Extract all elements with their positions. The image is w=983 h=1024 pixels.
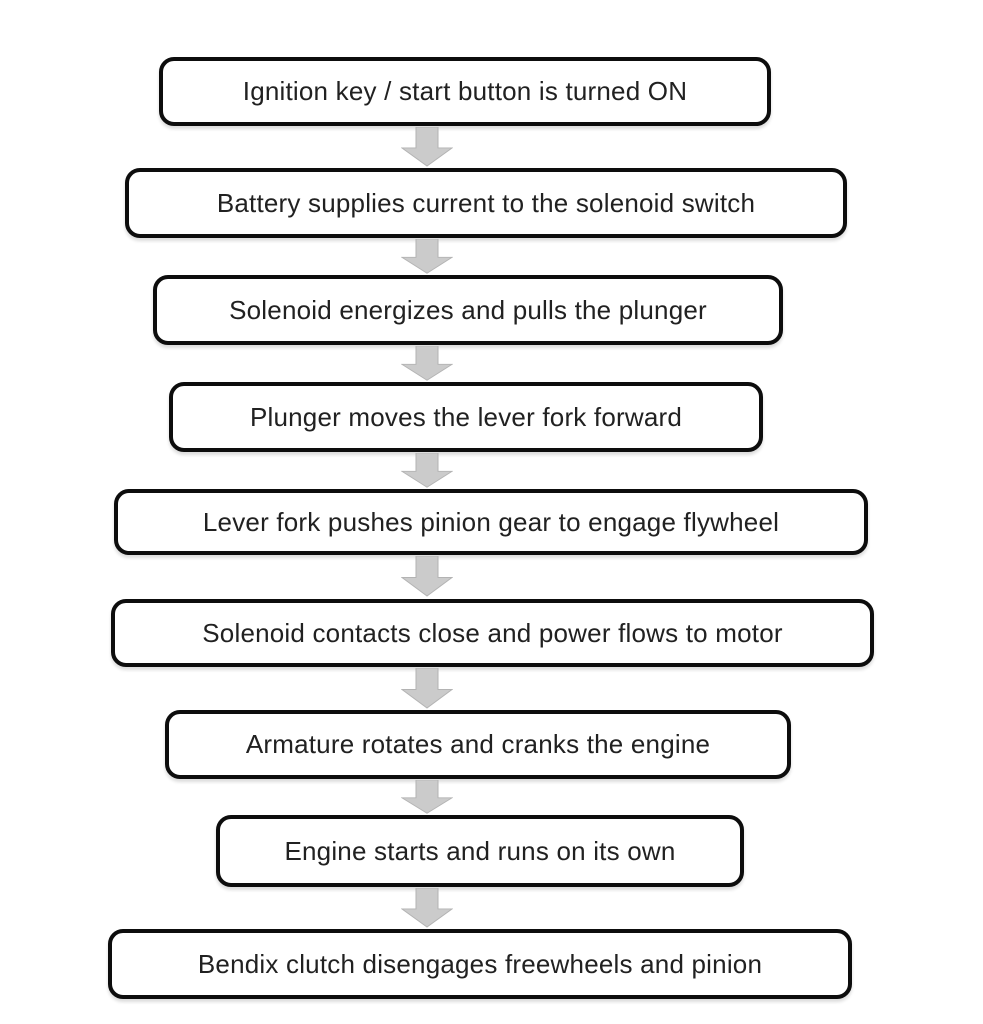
flow-step-label: Solenoid energizes and pulls the plunger [229,294,707,325]
down-arrow-icon [401,346,453,381]
down-arrow-icon [401,127,453,167]
flow-step-label: Lever fork pushes pinion gear to engage … [202,506,780,537]
down-arrow-icon [401,556,453,597]
flow-step-label: Solenoid contacts close and power flows … [202,617,783,648]
flow-step-engine-starts: Engine starts and runs on its own [216,815,744,887]
flow-step-ignition-key: Ignition key / start button is turned ON [159,57,771,126]
flow-step-label: Bendix clutch disengages freewheels and … [197,948,763,979]
down-arrow-icon [401,453,453,488]
flow-step-lever-fork-pushes: Lever fork pushes pinion gear to engage … [114,489,868,555]
flow-step-solenoid-contacts-close: Solenoid contacts close and power flows … [111,599,874,667]
down-arrow-icon [401,239,453,274]
flow-step-label: Engine starts and runs on its own [284,835,676,866]
flow-step-label: Plunger moves the lever fork forward [249,401,683,432]
down-arrow-icon [401,888,453,928]
flow-step-label: Battery supplies current to the solenoid… [216,187,756,218]
down-arrow-icon [401,668,453,709]
flow-step-battery-supplies: Battery supplies current to the solenoid… [125,168,847,238]
flow-step-solenoid-energizes: Solenoid energizes and pulls the plunger [153,275,783,345]
down-arrow-icon [401,780,453,814]
flow-step-label: Armature rotates and cranks the engine [245,729,711,759]
flow-step-plunger-moves: Plunger moves the lever fork forward [169,382,763,452]
flow-step-bendix-clutch: Bendix clutch disengages freewheels and … [108,929,852,999]
flow-step-armature-rotates: Armature rotates and cranks the engine [165,710,791,779]
flow-step-label: Ignition key / start button is turned ON [242,76,688,106]
